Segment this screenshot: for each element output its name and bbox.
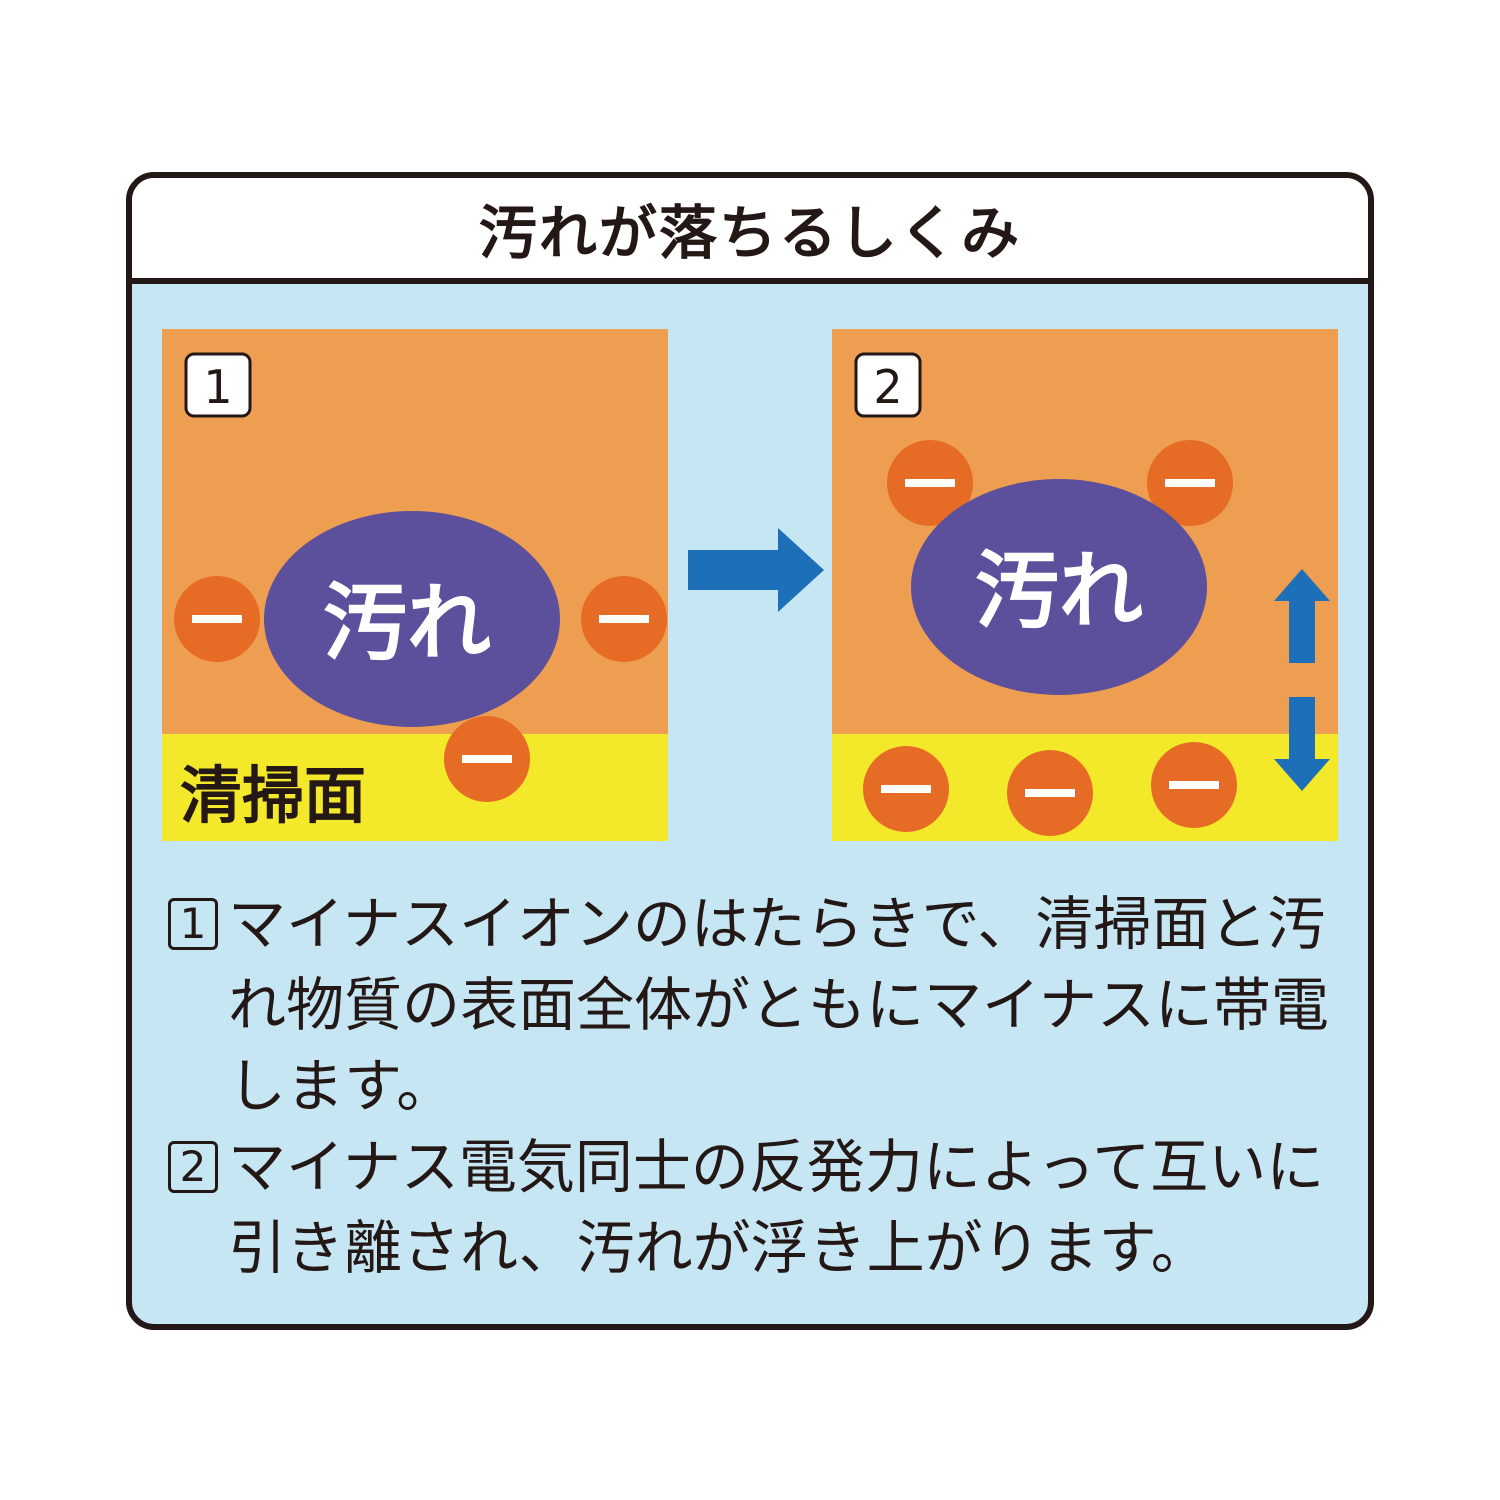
minus-icon: [881, 785, 931, 793]
dirt-blob: [264, 511, 560, 727]
up-down-arrow-icon: [1274, 569, 1330, 791]
minus-icon: [599, 615, 649, 623]
description-number-2: 2: [168, 1141, 218, 1193]
minus-icon: [905, 479, 955, 487]
dirt-label: 汚れ: [975, 542, 1143, 640]
panel-1-number-box: [184, 352, 252, 418]
dirt-label: 汚れ: [323, 574, 491, 672]
description-item-1: 1 マイナスイオンのはたらきで、清掃面と汚れ物質の表面全体がともにマイナスに帯電…: [162, 884, 1352, 1127]
minus-icon: [1169, 781, 1219, 789]
right-arrow-icon: [688, 528, 824, 612]
diagram-frame: 汚れが落ちるしくみ 1 汚れ 清掃面 2: [126, 172, 1374, 1330]
description-text-2: マイナス電気同士の反発力によって互いに引き離され、汚れが浮き上がります。: [228, 1133, 1325, 1282]
minus-icon: [192, 615, 242, 623]
description: 1 マイナスイオンのはたらきで、清掃面と汚れ物質の表面全体がともにマイナスに帯電…: [162, 884, 1352, 1289]
minus-icon: [462, 755, 512, 763]
panel-2-graphic: 2 汚れ: [832, 329, 1338, 841]
description-text-1: マイナスイオンのはたらきで、清掃面と汚れ物質の表面全体がともにマイナスに帯電しま…: [228, 890, 1329, 1120]
panel-1: 1 汚れ 清掃面: [162, 329, 668, 841]
panel-2-number: 2: [873, 360, 902, 414]
cleaning-surface: [162, 734, 668, 841]
description-number-1: 1: [168, 898, 218, 950]
minus-icon: [1165, 479, 1215, 487]
description-item-2: 2 マイナス電気同士の反発力によって互いに引き離され、汚れが浮き上がります。: [162, 1127, 1352, 1289]
panel-1-number: 1: [203, 360, 232, 414]
title-bar: 汚れが落ちるしくみ: [132, 178, 1368, 284]
minus-icon: [1025, 789, 1075, 797]
diagram-title: 汚れが落ちるしくみ: [478, 199, 1022, 267]
panel-2-number-box: [854, 352, 922, 418]
surface-label: 清掃面: [180, 759, 366, 832]
panel-1-graphic: 1 汚れ 清掃面: [162, 329, 668, 841]
dirt-blob: [911, 479, 1207, 695]
panel-2: 2 汚れ: [832, 329, 1338, 841]
